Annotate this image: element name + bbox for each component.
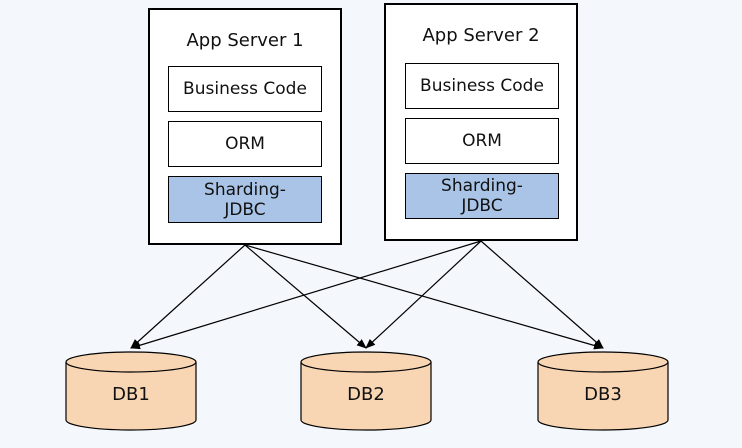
server-2-business-code-layer: Business Code [405,63,559,109]
server-2-orm-label: ORM [462,131,502,151]
server-2-sharding-jdbc-layer: Sharding- JDBC [405,173,559,219]
server-2-orm-layer: ORM [405,118,559,164]
server-2-business-code-label: Business Code [420,76,544,96]
server-2-sharding-label-line2: JDBC [461,196,503,216]
db1-cylinder [65,351,197,431]
db1-label: DB1 [112,384,150,405]
arrow-server2-to-db1 [130,240,482,350]
app-server-2: App Server 2 Business Code ORM Sharding-… [384,3,578,241]
server-1-business-code-layer: Business Code [168,66,322,112]
app-server-1-title: App Server 1 [186,30,304,51]
server-1-sharding-label-line1: Sharding- [204,179,286,200]
server-1-orm-layer: ORM [168,121,322,167]
server-2-sharding-label-line1: Sharding- [441,176,523,196]
db3-label: DB3 [584,384,622,405]
server-1-orm-label: ORM [225,134,265,154]
server-1-sharding-jdbc-layer: Sharding- JDBC [168,176,322,223]
server-1-sharding-label-line2: JDBC [224,199,266,220]
app-server-2-title: App Server 2 [422,25,540,46]
db2-cylinder [300,351,432,431]
arrow-server2-to-db2 [365,240,482,349]
arrow-server1-to-db2 [244,244,367,349]
server-1-business-code-label: Business Code [183,79,307,99]
db2-label: DB2 [347,384,385,405]
arrow-server1-to-db1 [130,244,246,349]
db3-cylinder [537,351,669,431]
app-server-1: App Server 1 Business Code ORM Sharding-… [148,8,342,245]
arrow-server1-to-db3 [244,244,604,350]
arrow-server2-to-db3 [480,240,604,349]
